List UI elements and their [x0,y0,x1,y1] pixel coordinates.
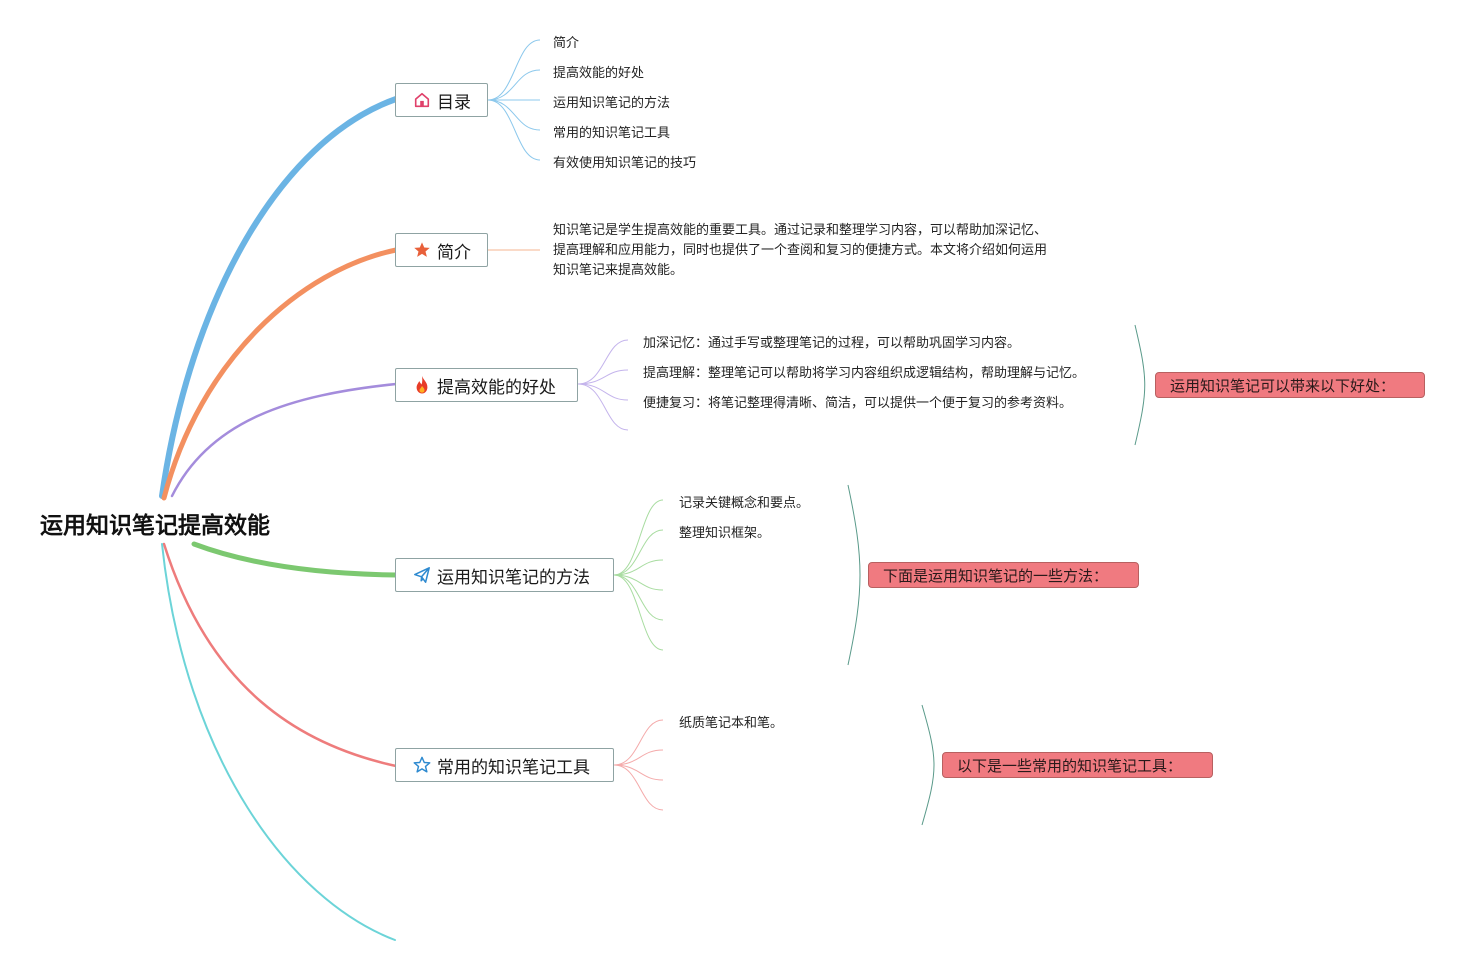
topic-label: 简介 [437,242,471,263]
topic-label: 运用知识笔记的方法 [437,567,590,588]
flame-icon [412,375,432,395]
topic-tools[interactable]: 常用的知识笔记工具 [395,748,614,782]
summary-benefits[interactable]: 运用知识笔记可以带来以下好处： [1155,372,1425,398]
leaf-toc-3[interactable]: 运用知识笔记的方法 [553,96,671,111]
leaf-tool-1[interactable]: 纸质笔记本和笔。 [679,716,784,731]
leaf-benefit-1[interactable]: 加深记忆：通过手写或整理笔记的过程，可以帮助巩固学习内容。 [643,336,1021,351]
leaf-toc-5[interactable]: 有效使用知识笔记的技巧 [553,156,697,171]
paper-plane-icon [412,565,432,585]
star-solid-icon [412,240,432,260]
topic-label: 目录 [437,92,471,113]
root-topic[interactable]: 运用知识笔记提高效能 [40,513,270,539]
branch-extra [161,543,396,941]
leaf-toc-1[interactable]: 简介 [553,36,580,51]
branch-toc [159,96,399,499]
home-icon [412,90,432,110]
star-outline-icon [412,755,432,775]
branch-tools [162,542,398,768]
leaf-toc-2[interactable]: 提高效能的好处 [553,66,645,81]
leaf-benefit-3[interactable]: 便捷复习：将笔记整理得清晰、简洁，可以提供一个便于复习的参考资料。 [643,396,1073,411]
summary-tools[interactable]: 以下是一些常用的知识笔记工具： [942,752,1213,778]
topic-intro[interactable]: 简介 [395,233,488,267]
branch-methods [191,541,399,578]
topic-label: 提高效能的好处 [437,377,556,398]
leaf-method-2[interactable]: 整理知识框架。 [679,526,771,541]
leaf-method-1[interactable]: 记录关键概念和要点。 [679,496,810,511]
branch-benefits [170,382,398,498]
topic-label: 常用的知识笔记工具 [437,757,590,778]
branch-intro [161,247,399,501]
summary-methods[interactable]: 下面是运用知识笔记的一些方法： [868,562,1139,588]
topic-methods[interactable]: 运用知识笔记的方法 [395,558,614,592]
topic-toc[interactable]: 目录 [395,83,488,117]
leaf-benefit-2[interactable]: 提高理解：整理笔记可以帮助将学习内容组织成逻辑结构，帮助理解与记忆。 [643,366,1086,381]
topic-benefits[interactable]: 提高效能的好处 [395,368,578,402]
leaf-toc-4[interactable]: 常用的知识笔记工具 [553,126,671,141]
intro-paragraph[interactable]: 知识笔记是学生提高效能的重要工具。通过记录和整理学习内容，可以帮助加深记忆、提高… [553,223,1048,278]
